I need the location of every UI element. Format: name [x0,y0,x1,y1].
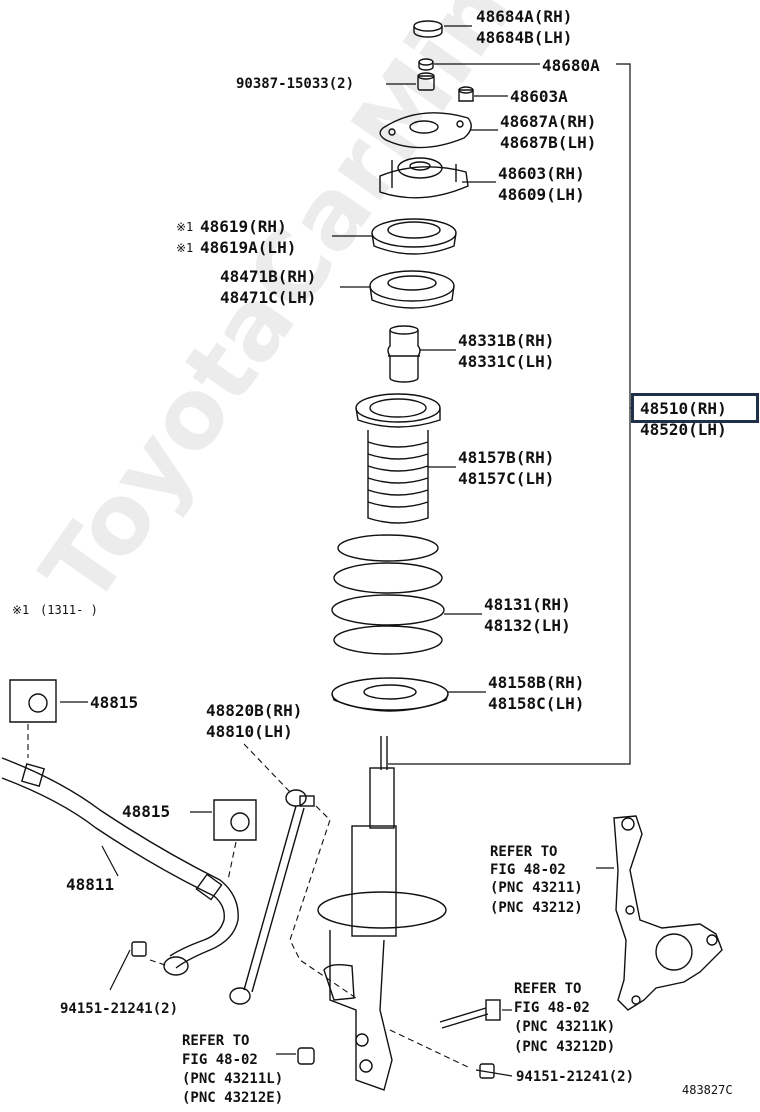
part-label-cap-rh[interactable]: 48684A(RH) [476,7,573,26]
dashed-guides [27,724,471,1069]
part-label-plate-rh[interactable]: 48687A(RH) [500,112,597,131]
ref-knuckle-pnc-1: (PNC 43211) [490,880,583,896]
part-label-bushing-top[interactable]: 48815 [90,693,139,712]
ref-knuckle-pnc-2: (PNC 43212) [490,900,583,916]
part-label-nut-94151-right[interactable]: 94151-21241(2) [516,1069,635,1085]
part-label-boot-rh[interactable]: 48157B(RH) [458,448,555,467]
part-label-link-rh[interactable]: 48820B(RH) [206,701,303,720]
nut-ref-part[interactable] [297,1047,315,1065]
part-label-support-lh[interactable]: 48609(LH) [498,185,585,204]
part-label-48603a[interactable]: 48603A [510,87,568,106]
part-label-upper-seat-rh[interactable]: 48471B(RH) [220,267,317,286]
ref-nut-fig-link[interactable]: FIG 48-02 [182,1052,258,1068]
nut-94151-left-part[interactable] [131,941,147,957]
part-label-strut-rh[interactable]: 48510(RH) [640,399,727,418]
nut-48680a-part[interactable] [418,58,434,71]
part-label-upper-seat-lh[interactable]: 48471C(LH) [220,288,317,307]
part-label-spring-rh[interactable]: 48131(RH) [484,595,571,614]
part-label-lower-ins-rh[interactable]: 48158B(RH) [488,673,585,692]
bumper-part[interactable] [387,325,421,383]
stabilizer-link-part[interactable] [229,789,315,1005]
part-label-boot-lh[interactable]: 48157C(LH) [458,469,555,488]
part-label-bushing-mid[interactable]: 48815 [122,802,171,821]
bearing-part[interactable] [371,218,457,255]
plate-part[interactable] [379,112,472,149]
strut-part[interactable] [317,736,447,1091]
strut-bracket [323,963,355,1001]
knuckle-part[interactable] [613,815,723,1011]
boot-part[interactable] [355,393,441,524]
stabilizer-bar-part[interactable] [1,757,239,976]
spring-part[interactable] [331,534,445,655]
part-label-bumper-rh[interactable]: 48331B(RH) [458,331,555,350]
part-label-stabilizer-bar[interactable]: 48811 [66,875,115,894]
nut-90387-part[interactable] [417,72,435,91]
ref-knuckle-fig-link[interactable]: FIG 48-02 [490,862,566,878]
legend-note-date: (1311- ) [40,603,98,617]
selected-part-highlight [631,393,759,423]
lower-insulator-part[interactable] [331,677,449,712]
ref-nut-pnc-1: (PNC 43211L) [182,1071,284,1087]
upper-seat-part[interactable] [369,270,455,309]
support-part[interactable] [379,157,469,199]
part-label-strut-lh[interactable]: 48520(LH) [640,420,727,439]
bushing-top-part[interactable] [9,679,57,723]
part-label-48680a[interactable]: 48680A [542,56,600,75]
part-label-nut-94151-left[interactable]: 94151-21241(2) [60,1001,179,1017]
part-label-support-rh[interactable]: 48603(RH) [498,164,585,183]
cap-part[interactable] [413,20,443,38]
nut-48603a-part[interactable] [458,86,474,102]
part-label-plate-lh[interactable]: 48687B(LH) [500,133,597,152]
part-label-link-lh[interactable]: 48810(LH) [206,722,293,741]
ref-bolt-fig-link[interactable]: FIG 48-02 [514,1000,590,1016]
bolt-part[interactable] [439,999,501,1029]
bushing-mid-part[interactable] [213,799,257,841]
diagram-id: 483827C [682,1083,733,1097]
ref-nut-pnc-2: (PNC 43212E) [182,1090,284,1106]
part-label-bearing-rh[interactable]: 48619(RH) [200,217,287,236]
part-label-bumper-lh[interactable]: 48331C(LH) [458,352,555,371]
bearing-note-mark-2: ※1 [176,241,194,255]
bearing-note-mark-1: ※1 [176,220,194,234]
ref-bolt-line-1: REFER TO [514,981,582,997]
ref-nut-line-1: REFER TO [182,1033,250,1049]
part-label-90387[interactable]: 90387-15033(2) [236,76,355,92]
part-label-spring-lh[interactable]: 48132(LH) [484,616,571,635]
ref-knuckle-line-1: REFER TO [490,844,558,860]
part-label-cap-lh[interactable]: 48684B(LH) [476,28,573,47]
part-label-bearing-lh[interactable]: 48619A(LH) [200,238,297,257]
legend-note-mark: ※1 [12,603,30,617]
ref-bolt-pnc-1: (PNC 43211K) [514,1019,616,1035]
ref-bolt-pnc-2: (PNC 43212D) [514,1039,616,1055]
leader-lines [60,25,634,1077]
part-label-lower-ins-lh[interactable]: 48158C(LH) [488,694,585,713]
